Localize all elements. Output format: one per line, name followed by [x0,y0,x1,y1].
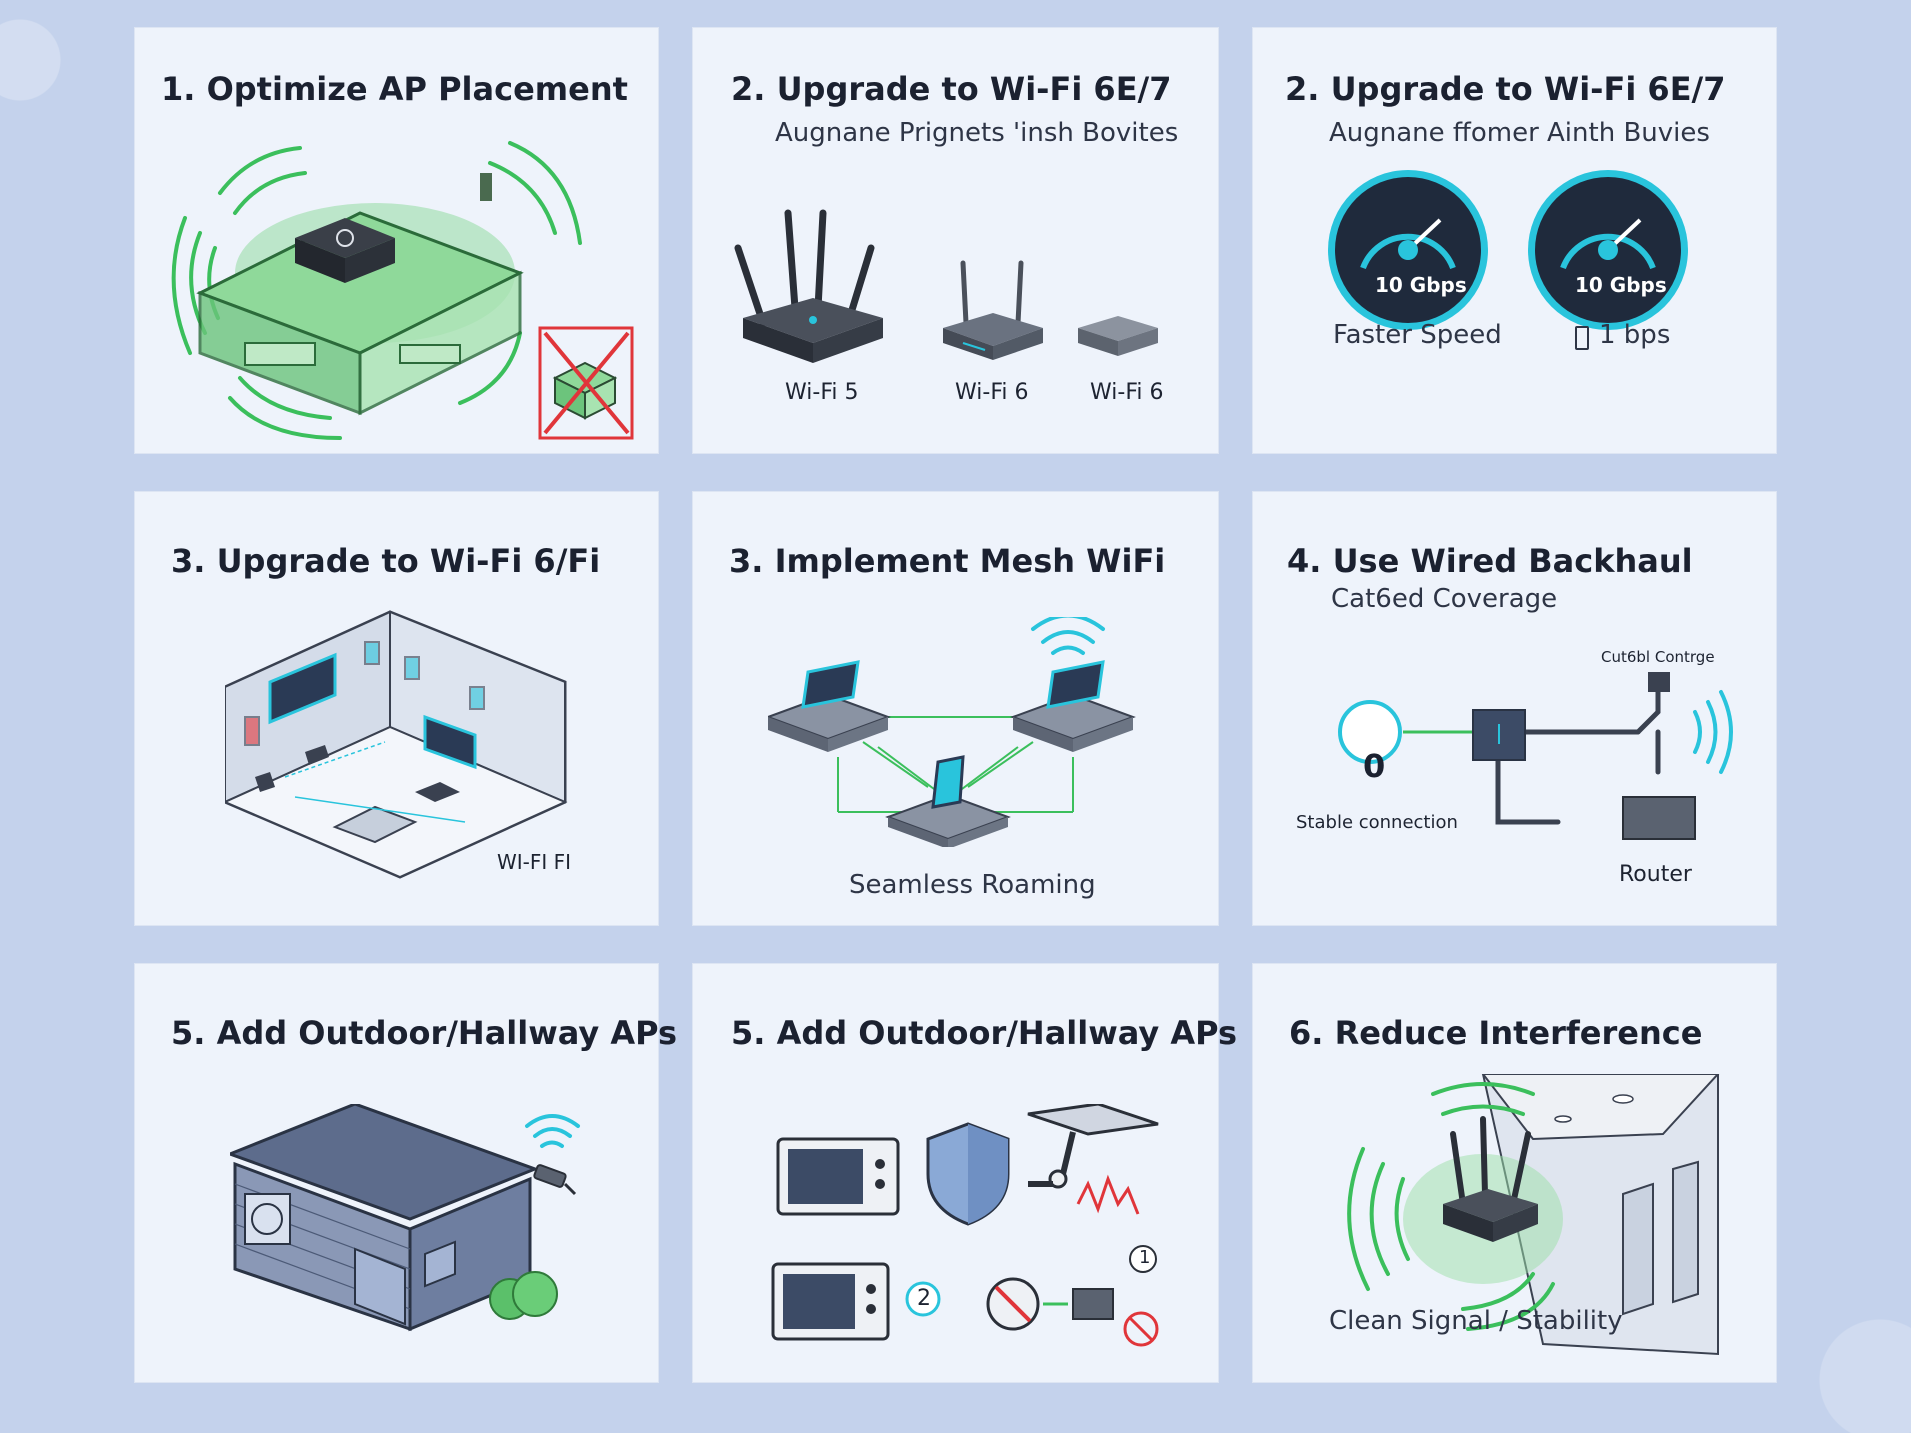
panel-caption: Seamless Roaming [849,870,1096,900]
panel-optimize-placement: 1. Optimize AP Placement [134,27,659,454]
microwave-icon [771,1262,890,1341]
ceiling-mount-icon [1027,1104,1159,1189]
microwave-icon [776,1137,900,1216]
router-lineup-illustration [734,209,1158,363]
clean-signal-illustration [1347,1074,1720,1356]
blocked-placement-icon [538,326,634,440]
node-caption: Stable connection [1296,812,1458,833]
badge-number: 1 [1139,1247,1151,1268]
mesh-node-icon [768,660,891,752]
cable-label: Cut6bl Contrge [1601,648,1715,666]
panel-title: 2. Upgrade to Wi-Fi 6E/7 [1285,70,1726,108]
device-label: Wi-Fi 6 [1090,380,1164,405]
blocked-icon [1123,1311,1159,1347]
battery-icon [1575,326,1589,350]
panel-title: 6. Reduce Interference [1289,1014,1703,1052]
wifi-signal-icon [1693,690,1733,774]
panel-title: 5. Add Outdoor/Hallway APs [731,1014,1238,1052]
panel-outdoor-aps-devices: 5. Add Outdoor/Hallway APs [692,963,1237,1383]
mesh-node-icon [885,755,1011,847]
router-icon [1443,1116,1538,1242]
speedometer-icon [1328,170,1488,330]
speedometer-icon [1528,170,1688,330]
wired-backhaul-illustration [1338,672,1733,840]
gauge-readout: 10 Gbps [1575,273,1667,297]
adapter-icon [1072,1288,1114,1320]
wifi6-router-icon [943,260,1043,360]
speed-gauges-illustration [1328,170,1688,330]
panel-title: 4. Use Wired Backhaul [1287,542,1693,580]
device-label: Wi-Fi 5 [785,380,859,405]
isometric-room-illustration [225,610,568,879]
access-point-icon [295,218,395,283]
panel-upgrade-wifi-speed: 2. Upgrade to Wi-Fi 6E/7 Augnane ffomer … [1252,27,1777,454]
room-label: WI-FI FI [497,850,572,874]
panel-title: 3. Implement Mesh WiFi [729,542,1166,580]
security-camera-icon [533,1164,577,1196]
panel-title: 5. Add Outdoor/Hallway APs [171,1014,678,1052]
panel-subtitle: Augnane Prignets 'insh Bovites [775,118,1179,148]
floor-plan-icon [196,211,524,416]
shrub-icon [489,1271,558,1320]
panel-subtitle: Augnane ffomer Ainth Buvies [1329,118,1710,148]
panel-title: 2. Upgrade to Wi-Fi 6E/7 [731,70,1172,108]
node-value: 0 [1363,747,1386,785]
panel-reduce-interference: 6. Reduce Interference Clean Signal / St… [1252,963,1777,1383]
ap-placement-illustration [171,141,634,440]
panel-title: 1. Optimize AP Placement [161,70,628,108]
wifi-signal-icon [1031,617,1105,655]
tv-icon [268,652,337,725]
badge-icon [905,1281,941,1317]
wifi5-router-icon [734,209,883,363]
panel-wired-backhaul: 4. Use Wired Backhaul Cat6ed Coverage Cu… [1252,491,1777,926]
gauge-readout: 10 Gbps [1375,273,1467,297]
router-label: Router [1619,862,1692,887]
building-icon [230,1104,540,1332]
panel-upgrade-wifi-devices: 2. Upgrade to Wi-Fi 6E/7 Augnane Prignet… [692,27,1219,454]
badge-number: 2 [917,1286,931,1311]
mesh-network-illustration [768,617,1136,847]
building-illustration [230,1104,580,1332]
router-icon [1622,796,1696,840]
panel-mesh-wifi: 3. Implement Mesh WiFi [692,491,1219,926]
gauge-caption: Faster Speed [1333,320,1502,350]
interference-wave-icon [1076,1174,1140,1215]
panel-title: 3. Upgrade to Wi-Fi 6/Fi [171,542,601,580]
ethernet-connector-icon [1648,672,1670,692]
signal-waves-icon [1347,1082,1555,1331]
wifi6-compact-router-icon [1078,316,1158,356]
monitor-icon [423,714,477,770]
shield-icon [926,1122,1010,1226]
no-device-icon [986,1277,1040,1331]
stable-connection-icon [1338,700,1402,764]
device-label: Wi-Fi 6 [955,380,1029,405]
panel-subtitle: Cat6ed Coverage [1331,584,1558,614]
panel-outdoor-aps-building: 5. Add Outdoor/Hallway APs [134,963,677,1383]
interference-sources-illustration [771,1104,1159,1347]
gauge-caption: 1 bps [1599,320,1671,350]
panel-caption: Clean Signal / Stability [1329,1306,1623,1336]
badge-icon [1129,1245,1157,1273]
mesh-node-icon [1010,660,1136,752]
hallway-icon [1481,1074,1720,1356]
wifi-signal-icon [525,1114,580,1148]
panel-upgrade-wifi-room: 3. Upgrade to Wi-Fi 6/Fi WI-FI FI [134,491,659,926]
signal-waves-icon [171,141,582,440]
